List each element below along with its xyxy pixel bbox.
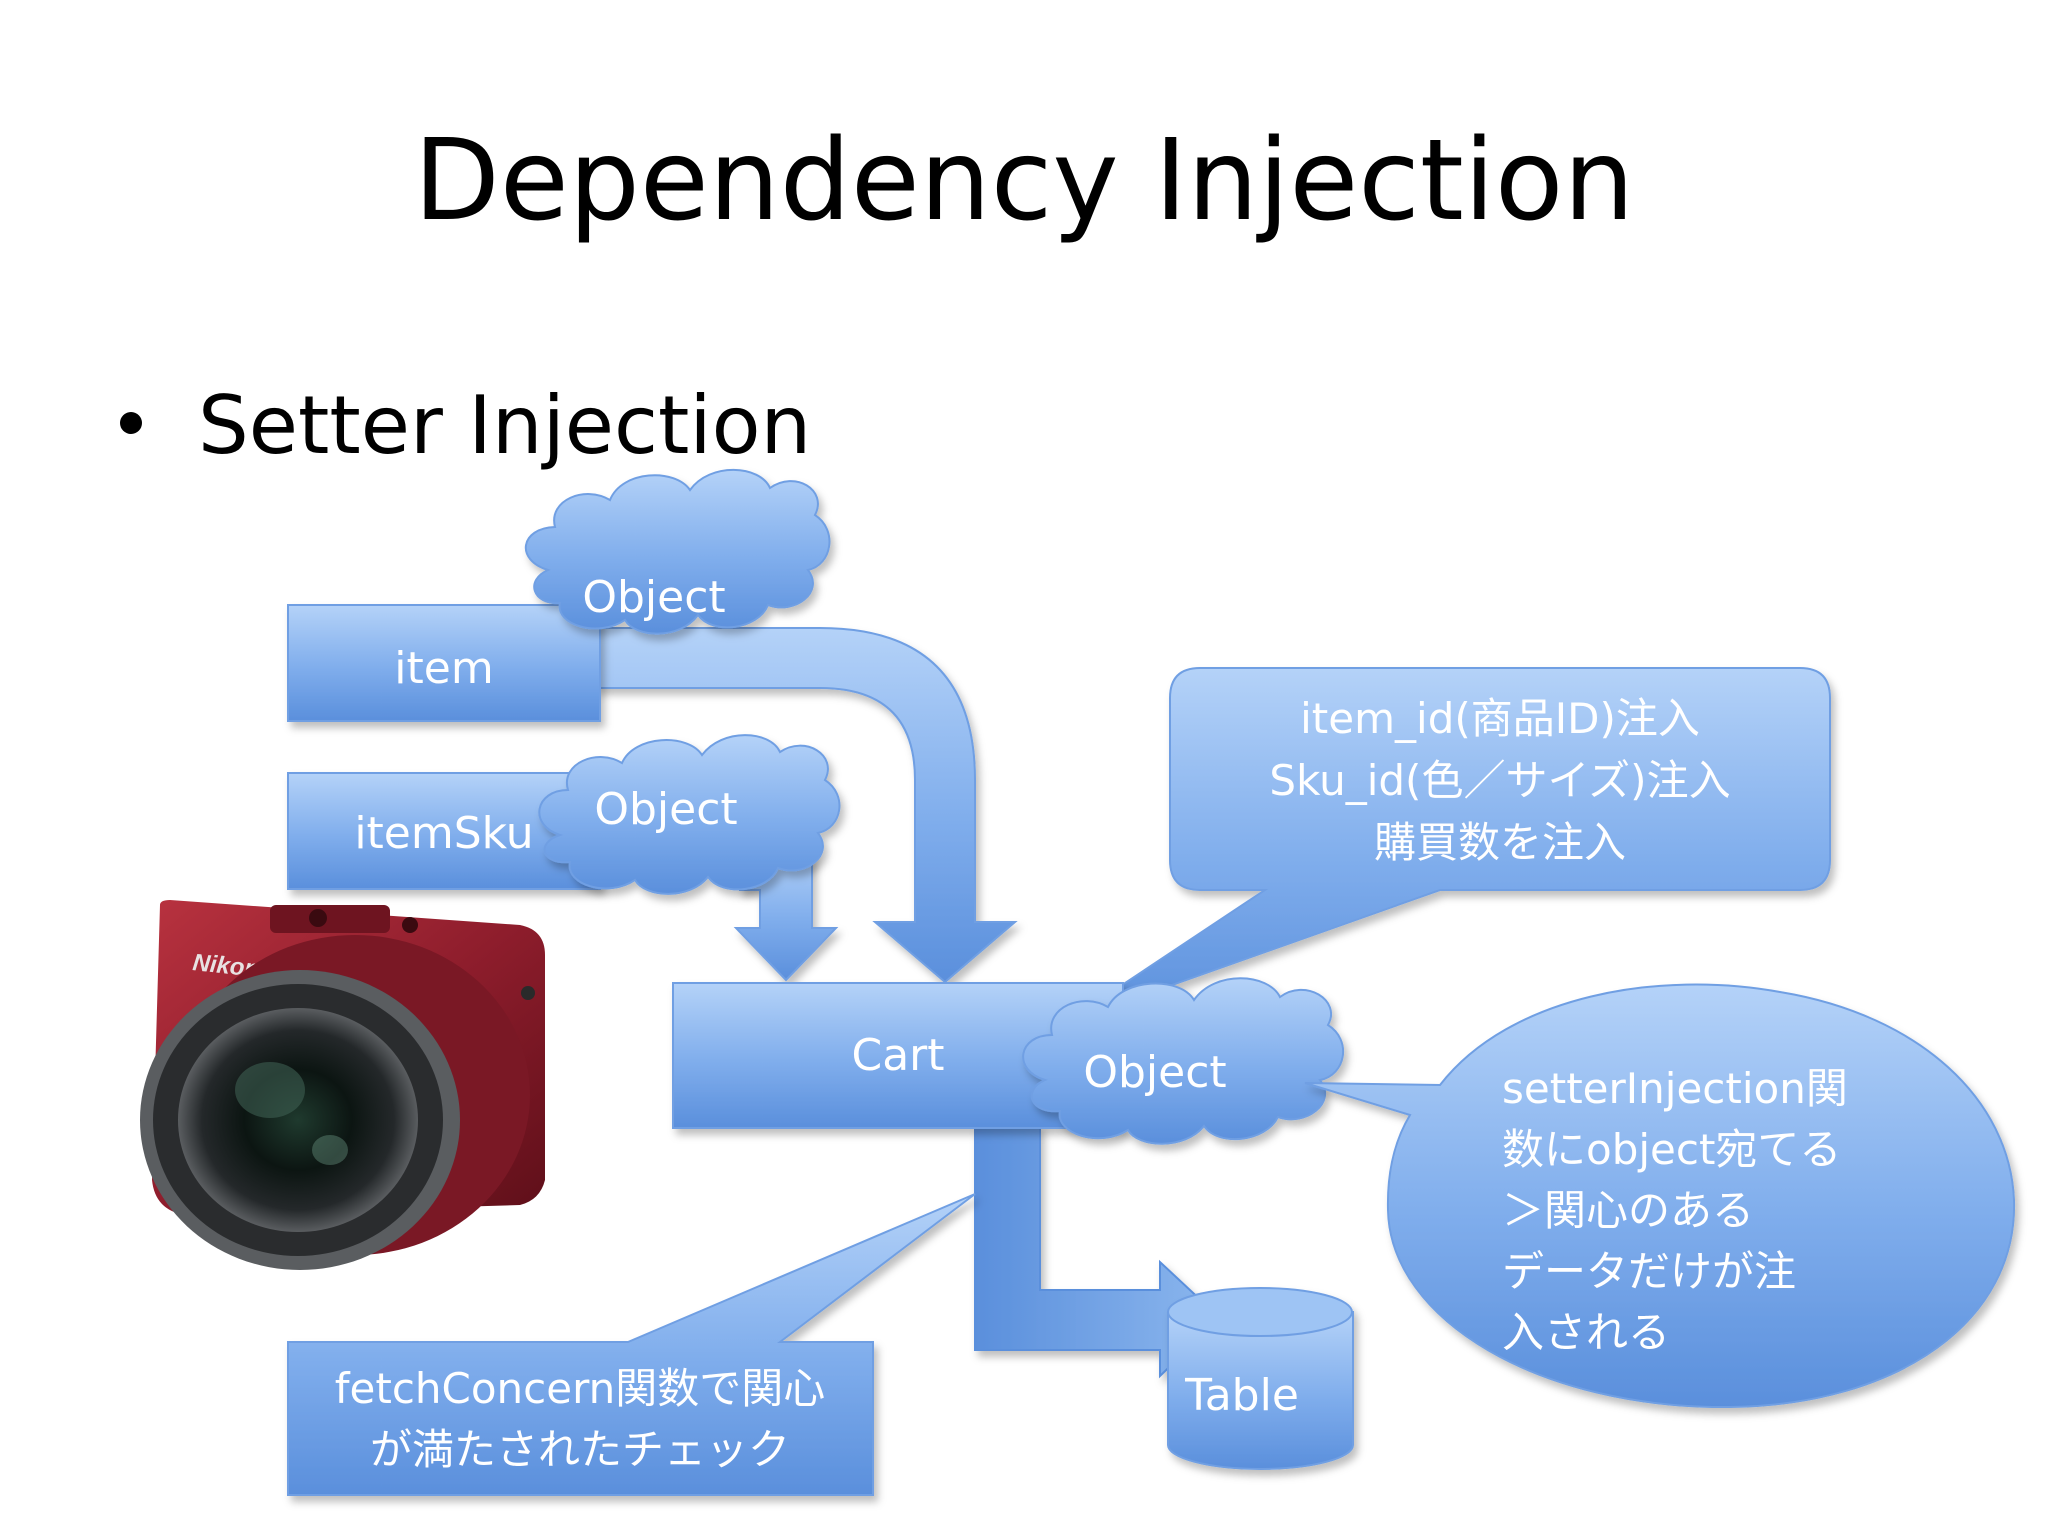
callout-fetch-line-1: fetchConcern関数で関心 [335, 1364, 826, 1413]
callout-fetch-line-2: が満たされたチェック [370, 1425, 790, 1474]
camera-image: Nikon 1 J3 [140, 900, 545, 1270]
object-item-label: Object [582, 572, 725, 623]
bullet-item: Setter Injection [120, 386, 811, 466]
callout-setter-line-2: 数にobject宛てる [1502, 1125, 1841, 1174]
item-box: item [287, 604, 601, 722]
bullet-text: Setter Injection [198, 379, 812, 472]
callout-inject-line-2: Sku_id(色／サイズ)注入 [1269, 756, 1730, 805]
callout-setter-line-3: ＞関心のある [1502, 1186, 1754, 1235]
callout-setter: setterInjection関 数にobject宛てる ＞関心のある データだ… [1304, 983, 2016, 1409]
item-label: item [394, 643, 493, 694]
table-cylinder: Table [1167, 1287, 1354, 1470]
callout-inject-line-1: item_id(商品ID)注入 [1300, 694, 1700, 743]
table-label: Table [1184, 1370, 1299, 1421]
itemsku-box: itemSku [287, 772, 601, 890]
arrow-item-to-cart [594, 627, 1018, 984]
slide-title: Dependency Injection [413, 116, 1635, 246]
bullet-dot [120, 412, 142, 435]
callout-inject: item_id(商品ID)注入 Sku_id(色／サイズ)注入 購買数を注入 [1064, 667, 1831, 1024]
itemsku-label: itemSku [354, 808, 533, 859]
cart-label: Cart [851, 1030, 944, 1081]
arrow-cart-to-table [974, 1124, 1222, 1379]
callout-setter-line-1: setterInjection関 [1502, 1064, 1848, 1113]
object-sku-label: Object [594, 784, 737, 835]
callout-setter-line-5: 入される [1502, 1308, 1670, 1357]
object-cloud-itemsku: Object [538, 734, 841, 895]
object-cart-label: Object [1083, 1047, 1226, 1098]
object-cloud-cart: Object [1022, 977, 1345, 1145]
object-cloud-item: Object [524, 469, 831, 635]
callout-setter-line-4: データだけが注 [1502, 1247, 1796, 1296]
callout-fetch: fetchConcern関数で関心 が満たされたチェック [287, 1193, 976, 1496]
callout-inject-line-3: 購買数を注入 [1374, 818, 1626, 867]
